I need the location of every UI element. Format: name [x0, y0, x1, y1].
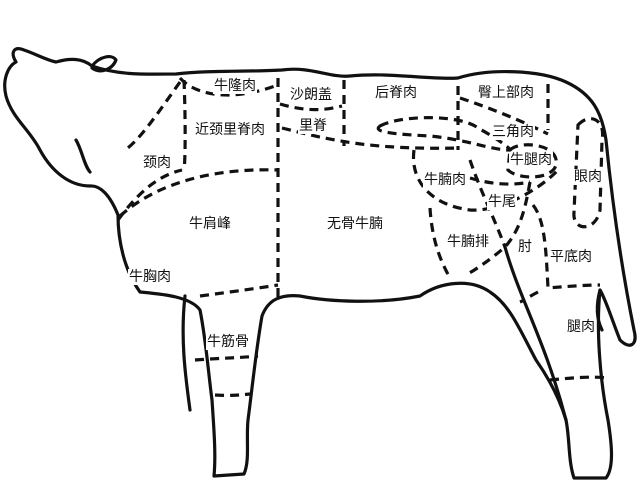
label-boneless-brisket: 无骨牛腩 [326, 216, 384, 232]
hind-leg-line [503, 245, 568, 422]
label-tail: 牛尾 [487, 194, 517, 210]
label-brisket: 牛胸肉 [128, 269, 172, 285]
label-neck: 颈肉 [142, 155, 172, 171]
label-flank: 牛腩肉 [423, 172, 467, 188]
label-fore-shank: 牛筋骨 [206, 334, 250, 350]
label-sirloin-cap: 沙朗盖 [289, 87, 333, 103]
label-hump: 牛隆肉 [213, 78, 257, 94]
label-eye-round: 眼肉 [573, 169, 603, 185]
label-rump-top: 臀上部肉 [477, 85, 535, 101]
cow-outline [3, 47, 637, 480]
ear [90, 55, 118, 73]
label-tenderloin: 里脊 [298, 118, 328, 134]
label-back-loin: 后脊肉 [374, 85, 418, 101]
jaw-line [74, 138, 92, 174]
label-tri-tip: 三角肉 [491, 124, 535, 140]
label-short-rib: 牛腩排 [446, 234, 490, 250]
cut-lines [116, 76, 609, 398]
label-outside-flat: 平底肉 [549, 249, 593, 265]
label-shoulder-clod: 牛肩峰 [188, 216, 232, 232]
label-knuckle: 牛腿肉 [509, 152, 553, 168]
label-shank: 肘 [517, 239, 533, 255]
tail-inner [595, 288, 604, 332]
label-chuck-roll: 近颈里脊肉 [194, 122, 266, 138]
far-front-leg [181, 294, 192, 412]
label-leg: 腿肉 [566, 319, 596, 335]
